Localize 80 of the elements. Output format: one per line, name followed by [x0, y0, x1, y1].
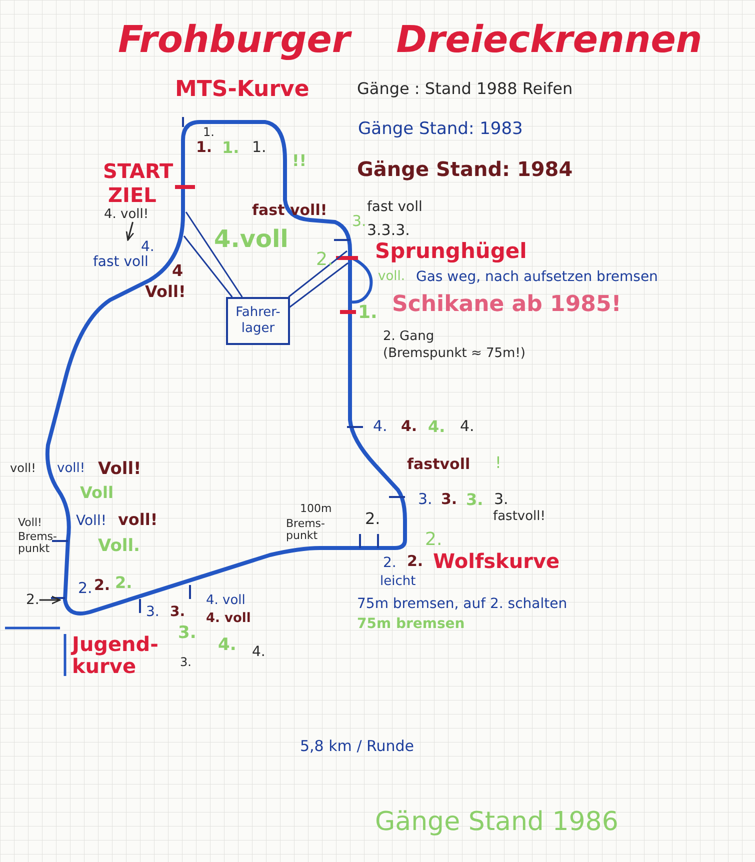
access-road: [183, 211, 243, 298]
gear-note: (Bremspunkt ≈ 75m!): [383, 347, 526, 362]
arrow: [126, 222, 134, 241]
gear-note: Voll!: [76, 514, 106, 530]
gear-note: voll!: [118, 511, 158, 529]
gear-note: fastvoll: [407, 456, 470, 472]
legend-heading: Gänge Stand: 1983: [358, 120, 523, 139]
curve-name: Wolfskurve: [433, 550, 560, 572]
gear-note: 1.: [222, 139, 240, 157]
gear-note: !!: [292, 152, 307, 170]
gear-note: 2.: [316, 250, 334, 270]
gear-note: voll!: [10, 462, 36, 476]
gear-note: 3.: [180, 656, 192, 670]
gear-note: Gas weg, nach aufsetzen bremsen: [416, 270, 658, 286]
note-text: 4. voll!: [104, 207, 149, 222]
gear-note: 3.: [494, 491, 508, 508]
gear-note: 1.: [196, 139, 212, 156]
gear-note: 3.3.3.: [367, 222, 410, 238]
lap-length: 5,8 km / Runde: [300, 738, 414, 754]
gear-note: 2.: [115, 574, 132, 592]
gear-note: 2.: [407, 553, 424, 570]
gear-note: 2.: [78, 580, 92, 596]
gear-note: 2.: [26, 592, 40, 608]
gear-note: Voll.: [98, 537, 140, 556]
access-road: [288, 250, 349, 309]
paddock-box: Fahrer- lager: [226, 297, 290, 345]
note-text: fast voll: [93, 255, 148, 271]
gear-note: 4. voll: [206, 612, 251, 626]
start-label: START: [103, 160, 174, 182]
legend-heading: Gänge : Stand 1988 Reifen: [357, 80, 573, 98]
chicane-note: Schikane ab 1985!: [392, 293, 622, 318]
gear-note: 3.: [466, 491, 484, 509]
gear-note: voll!: [57, 462, 86, 476]
note-text: 4.: [141, 240, 154, 255]
gear-note: 1.: [252, 139, 266, 156]
gear-note: 4.: [252, 645, 266, 660]
gear-note: 3.: [418, 491, 432, 508]
gear-note: 2.: [365, 510, 380, 528]
gear-note: 1.: [203, 126, 214, 140]
gear-note: 3.: [441, 491, 458, 508]
gear-note: 4.voll: [214, 226, 288, 252]
gear-note: 75m bremsen, auf 2. schalten: [357, 597, 568, 612]
gear-note: 3.: [170, 605, 186, 620]
gear-note: !: [495, 454, 502, 472]
gear-note: 2.: [94, 577, 110, 594]
gear-note: Voll!: [145, 283, 186, 301]
title: Frohburger Dreieckrennen: [118, 20, 702, 61]
gear-note: 4.: [373, 418, 388, 434]
gear-note: Voll!: [18, 517, 42, 530]
finish-label: ZIEL: [108, 184, 156, 206]
gear-note: fast voll: [367, 200, 422, 216]
gear-note: 2.: [383, 556, 396, 572]
gear-note: 3.: [178, 624, 196, 643]
gear-note: Brems- punkt: [286, 518, 326, 542]
curve-name: MTS-Kurve: [175, 78, 310, 102]
gear-note: 4.: [428, 418, 446, 436]
gear-note: fastvoll!: [493, 510, 546, 524]
gear-note: 4. voll: [206, 594, 246, 608]
gear-note: 4.: [218, 636, 236, 655]
gear-note: 100m: [300, 503, 332, 516]
gear-note: fast voll!: [252, 202, 328, 218]
gear-note: 4: [172, 262, 184, 280]
gear-note: 4.: [460, 418, 474, 434]
gear-note: 75m bremsen: [357, 617, 465, 632]
legend-heading: Gänge Stand 1986: [375, 808, 618, 837]
legend-heading: Gänge Stand: 1984: [357, 158, 573, 180]
arrow: [39, 596, 61, 604]
gear-note: 3.: [146, 605, 160, 620]
gear-note: 1.: [358, 303, 378, 323]
gear-note: Voll!: [98, 460, 142, 479]
gear-note: 2.: [425, 530, 442, 550]
curve-name: Jugend- kurve: [72, 633, 160, 677]
gear-note: Voll: [80, 484, 114, 502]
gear-note: 2. Gang: [383, 330, 434, 344]
gear-note: 3.: [352, 213, 366, 230]
gear-note: Brems- punkt: [18, 531, 58, 556]
gear-note: voll.: [378, 270, 406, 284]
jump-hill-name: Sprunghügel: [375, 240, 527, 264]
gear-note: leicht: [380, 575, 416, 590]
gear-note: 4.: [401, 418, 418, 434]
